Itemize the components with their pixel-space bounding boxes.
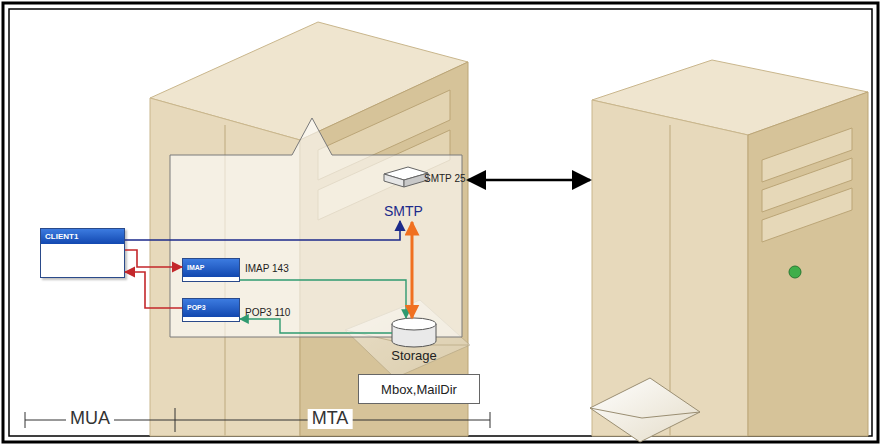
node-title: POP3 [183, 299, 239, 317]
tower-front [592, 100, 748, 436]
server-icon [382, 165, 430, 191]
cylinder-top [392, 318, 436, 330]
service-panel [170, 118, 462, 337]
storage-format-box: Mbox,MailDir [358, 374, 480, 404]
dimension-line [25, 408, 490, 432]
port-label: SMTP 25 [424, 173, 466, 184]
server-tower [592, 60, 868, 436]
flow-connector [125, 221, 400, 240]
node-title: CLIENT1 [41, 229, 124, 244]
pop3-service: POP3 [182, 298, 240, 322]
section-label: MUA [66, 409, 114, 429]
drive-bay [762, 188, 852, 242]
inner-frame [9, 9, 872, 436]
outer-frame [3, 3, 878, 442]
icon-front [384, 174, 404, 187]
envelope-flap [590, 408, 700, 418]
node-title: Storage [386, 348, 442, 363]
flow-connector [125, 272, 182, 308]
power-light [789, 266, 801, 278]
envelope-body [590, 378, 700, 442]
database-cylinder [386, 317, 442, 349]
imap-service: IMAP [182, 258, 240, 282]
node-title: SMTP [384, 203, 423, 219]
envelope-icon [590, 378, 700, 442]
dimension-tick [25, 412, 26, 428]
section-label: MTA [308, 409, 353, 429]
dimension-tick [175, 408, 176, 432]
port-label: POP3 110 [245, 307, 290, 318]
flow-connector [240, 319, 392, 333]
server-link-arrow [468, 179, 590, 182]
flow-connector [240, 280, 406, 318]
port-label: IMAP 143 [245, 263, 289, 274]
tower-seam [669, 125, 671, 436]
node-title: IMAP [183, 259, 239, 277]
dimension-tick [490, 412, 491, 428]
tower-side [748, 92, 868, 436]
node-title: Mbox,MailDir [381, 382, 457, 397]
flow-connector [411, 222, 414, 318]
client-box: CLIENT1 [40, 228, 125, 278]
flow-connector [125, 250, 182, 267]
storage-db: Storage [386, 317, 442, 363]
